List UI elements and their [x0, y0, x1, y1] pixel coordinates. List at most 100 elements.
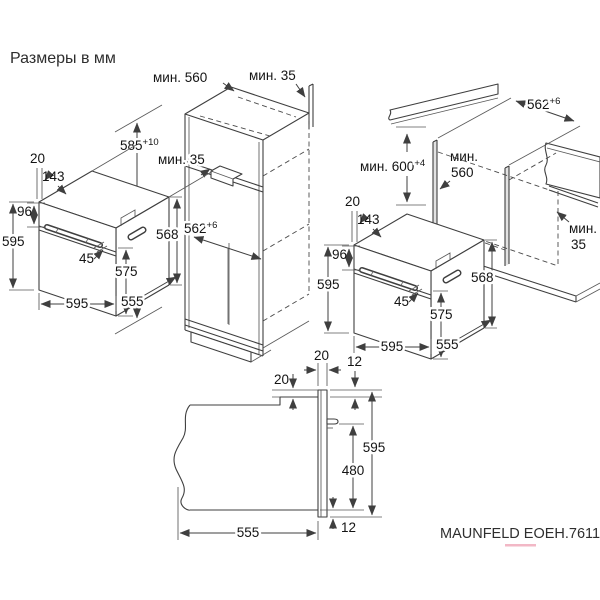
spacer-block-edge	[210, 170, 234, 180]
dim-568-extensions	[170, 196, 182, 286]
dim-20-label: 20	[345, 194, 360, 209]
dim-143-arrow	[56, 184, 67, 195]
dim-20-extensions	[36, 168, 43, 199]
min-gap-arrow	[556, 211, 570, 223]
min-depth-label-1: мин.	[450, 149, 478, 164]
dim-12top-label: 12	[347, 354, 362, 369]
dim-45-arrow	[93, 249, 104, 260]
dim-595l-extensions	[324, 244, 349, 334]
oven-back-notch	[120, 209, 136, 226]
dim-45-label: 45	[394, 294, 409, 309]
height-extensions	[396, 126, 426, 206]
side-view-drawing: 20 20 12 595 480 12 555	[173, 348, 388, 543]
dim-20-extensions	[351, 211, 358, 242]
oven-back-notch	[435, 252, 451, 269]
left-panel-fill	[433, 140, 437, 228]
dim-595b-extensions	[353, 336, 432, 354]
plinth-side	[250, 349, 272, 363]
niche-height-label: 585+10	[120, 137, 159, 153]
side-extensions	[177, 389, 382, 540]
backsplash-strip	[548, 185, 599, 208]
dim-96-extensions	[342, 245, 360, 271]
oven-side-vent-inner	[444, 271, 460, 282]
cabinet-floor-side	[575, 282, 600, 303]
dim-45-ticks	[408, 284, 423, 296]
oven-drawing-2: 20 143 96 595 45 575 595 555 568	[315, 194, 497, 360]
cabinet-top-face	[184, 86, 310, 141]
niche-height-extensions	[114, 104, 163, 335]
worktop-left-underside	[390, 97, 499, 125]
min-depth-label-2: 560	[451, 165, 474, 180]
door-handle-inner	[360, 268, 417, 290]
min-gap-shelf-label: мин. 35	[158, 152, 205, 167]
min-gap-label-1: мин.	[569, 221, 597, 236]
dim-595l-extensions	[9, 201, 34, 291]
dim-143-label: 143	[357, 212, 380, 227]
niche-width-line	[515, 100, 575, 122]
dim-143-arrow	[371, 227, 382, 238]
cabinet-hidden-edges	[262, 116, 310, 322]
oven-side-vent-inner	[129, 228, 145, 239]
dim-575-extensions	[433, 290, 448, 360]
door-handle-inner	[45, 225, 102, 247]
dim-555-label: 555	[121, 294, 144, 309]
worktop-right-edge	[546, 147, 600, 163]
model-underline	[505, 544, 536, 547]
dim-96-label: 96	[17, 204, 32, 219]
handle-mounts	[55, 227, 89, 244]
dim-595l-label: 595	[317, 277, 340, 292]
model-number: MAUNFELD EOEH.7611	[440, 526, 600, 542]
dim-555-line	[123, 276, 177, 308]
min-gap-shelf-arrow	[199, 168, 211, 178]
min-depth-top-arrow	[222, 82, 235, 92]
dim-595b-extensions	[38, 293, 117, 311]
min-height-label: мин. 600+4	[360, 158, 425, 174]
cabinet-top-hidden-lines	[199, 96, 297, 137]
page-title: Размеры в мм	[10, 50, 116, 67]
dim-575-label: 575	[430, 307, 453, 322]
min-gap-top-label: мин. 35	[249, 68, 296, 83]
dim-575-label: 575	[115, 264, 138, 279]
dim-480-label: 480	[342, 463, 365, 478]
dim-568-extensions	[485, 239, 497, 329]
dim-96-label: 96	[332, 247, 347, 262]
dim-555-line	[438, 319, 492, 351]
niche-width-line	[193, 236, 262, 260]
worktop-left	[388, 83, 499, 121]
body-top-profile	[190, 396, 318, 406]
handle-mounts	[370, 270, 404, 287]
dim-595b-label: 595	[66, 296, 89, 311]
dim-20top-label: 20	[314, 348, 329, 363]
dim-12bot-label: 12	[341, 520, 356, 535]
dim-143-label: 143	[42, 169, 65, 184]
min-depth-arrow	[439, 179, 451, 190]
worktop-right	[544, 142, 600, 199]
dim-555-label: 555	[237, 525, 260, 540]
niche-floor	[184, 318, 264, 352]
dim-45-ticks	[93, 241, 108, 253]
under-counter-drawing: мин. 600+4 мин. 560 562+6 мин. 35	[358, 83, 600, 303]
dim-20left-label: 20	[274, 372, 289, 387]
dim-96-extensions	[27, 202, 45, 228]
door-profile	[317, 389, 328, 518]
wall-strip	[308, 83, 314, 129]
dim-20-arrow	[359, 213, 370, 224]
niche-width-label: 562+6	[184, 220, 217, 236]
niche-floor-side	[262, 320, 310, 349]
min-depth-top-label: мин. 560	[153, 70, 207, 85]
dim-595l-label: 595	[2, 234, 25, 249]
dim-595-label: 595	[363, 440, 386, 455]
niche-width-extensions	[437, 97, 581, 166]
dim-568-label: 568	[471, 270, 494, 285]
projection-lines	[91, 144, 214, 198]
min-gap-top-arrow	[295, 83, 306, 98]
tall-cabinet-drawing: 585+10 562+6 мин. 560 мин. 35 мин. 35	[114, 68, 314, 363]
dim-575-extensions	[118, 247, 133, 317]
dim-568-label: 568	[156, 227, 179, 242]
dim-20-label: 20	[30, 151, 45, 166]
niche-width-label: 562+6	[527, 96, 560, 112]
oven-drawing-1: 20 143 96 595 45 575 595 555 568	[0, 144, 214, 317]
dim-20-arrow	[44, 170, 55, 181]
